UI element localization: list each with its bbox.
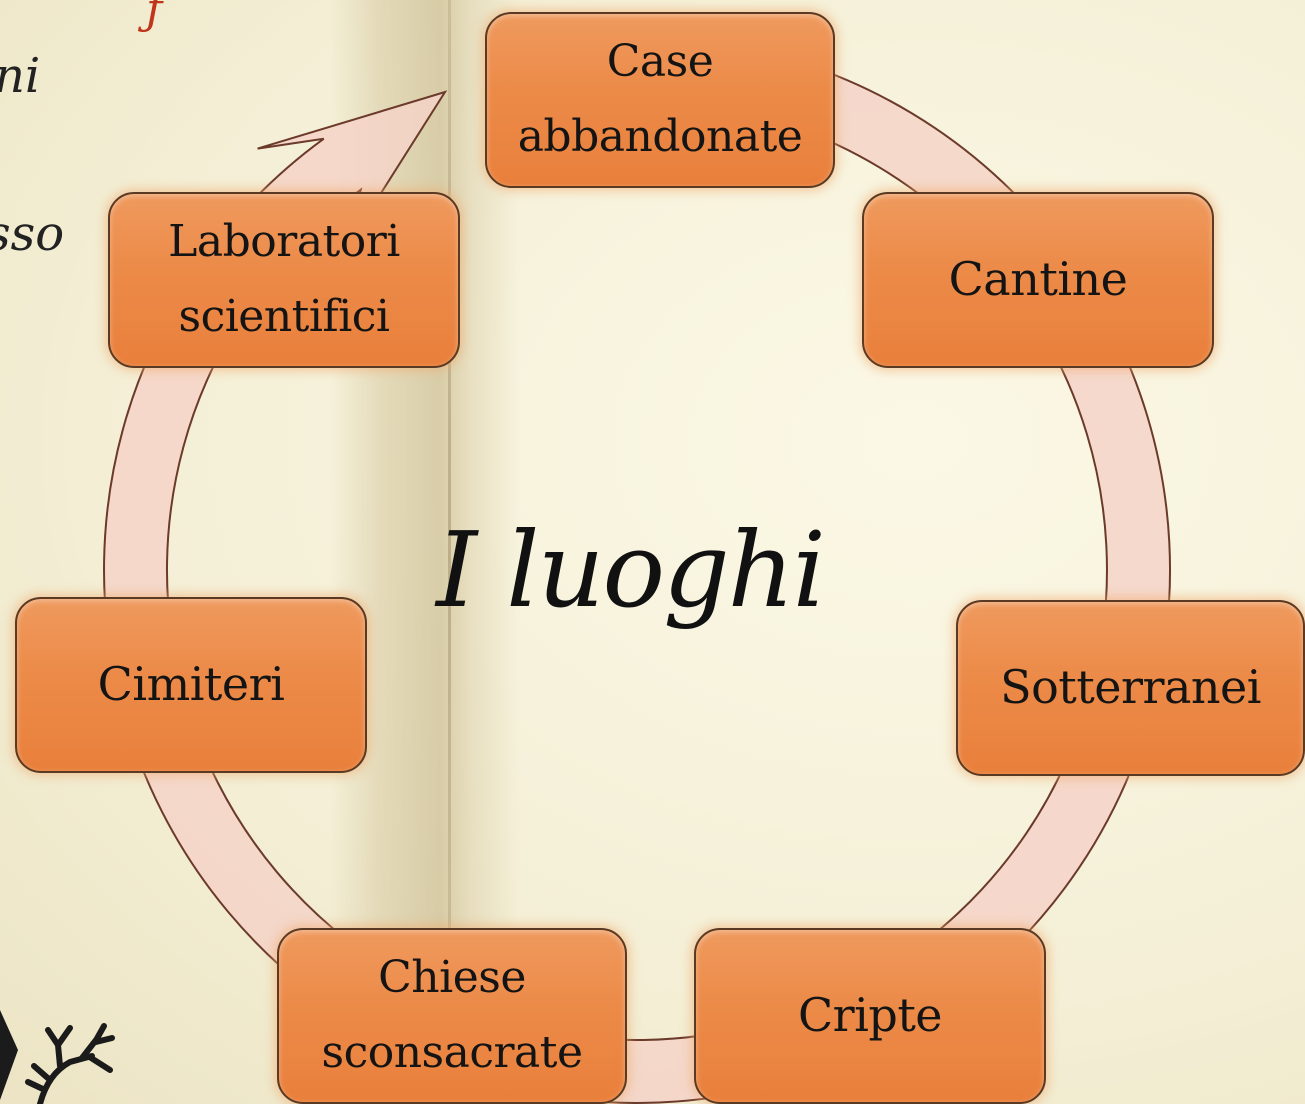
node-cripte: Cripte [694, 928, 1046, 1104]
node-cimiteri: Cimiteri [15, 597, 367, 773]
node-chiese-sconsacrate: Chiese sconsacrate [277, 928, 627, 1104]
tree-branch-ornament-icon [0, 1010, 115, 1104]
cropped-edge-text-1: ni [0, 48, 41, 104]
cropped-edge-text-2: sso [0, 206, 65, 262]
node-sotterranei: Sotterranei [956, 600, 1305, 776]
node-laboratori-scientifici: Laboratori scientifici [108, 192, 460, 368]
node-cantine: Cantine [862, 192, 1214, 368]
node-case-abbandonate: Case abbandonate [485, 12, 835, 188]
diagram-title: I luoghi [436, 509, 826, 631]
cropped-red-glyph-icon: ƒ [146, 0, 163, 35]
paper-fold-line [448, 0, 451, 1104]
